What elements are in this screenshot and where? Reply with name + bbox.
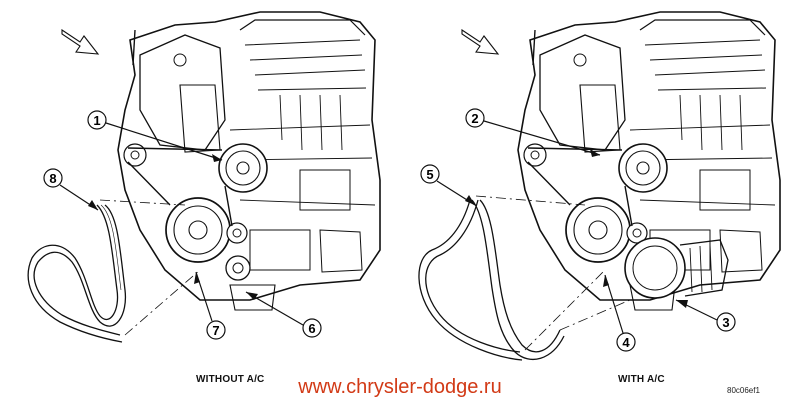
callout-1: 1: [87, 110, 223, 162]
callout-7: 7: [194, 271, 226, 340]
callout-8-label: 8: [49, 171, 56, 186]
callout-5: 5: [420, 164, 476, 206]
watermark-text: www.chrysler-dodge.ru: [298, 376, 502, 398]
callout-5-label: 5: [426, 167, 433, 182]
callout-2-label: 2: [471, 111, 478, 126]
ac-compressor-illustration: [624, 237, 729, 299]
callout-2: 2: [465, 108, 601, 157]
lower-pulley-left: [225, 255, 251, 281]
callout-4-label: 4: [622, 335, 630, 350]
belt-left-illustration: [27, 199, 201, 343]
figure-code: 80c06ef1: [727, 386, 760, 395]
arrow-icon: [61, 29, 99, 55]
callout-1-label: 1: [93, 113, 100, 128]
callout-4: 4: [603, 274, 636, 352]
callout-8: 8: [43, 168, 99, 211]
caption-without-ac: WITHOUT A/C: [196, 374, 265, 385]
callout-6: 6: [245, 291, 322, 338]
callout-6-label: 6: [308, 321, 315, 336]
arrow-icon-right: [461, 29, 499, 55]
callout-3-label: 3: [722, 315, 729, 330]
callout-7-label: 7: [212, 323, 219, 338]
callout-3: 3: [675, 299, 736, 332]
belt-right-illustration: [418, 195, 631, 361]
caption-with-ac: WITH A/C: [618, 374, 665, 385]
